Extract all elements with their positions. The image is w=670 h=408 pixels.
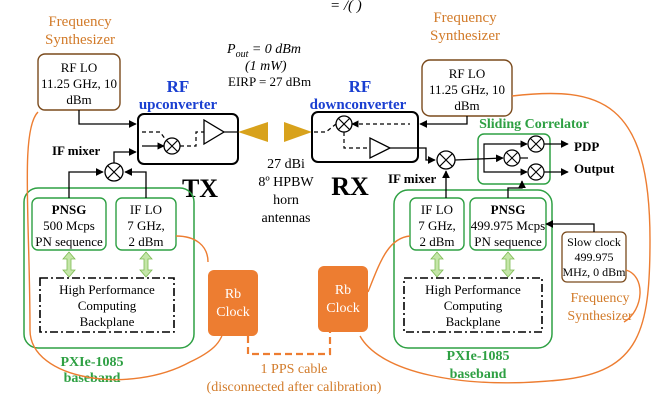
rx-orange-cable-3: [623, 269, 641, 323]
rx-synth-title-2: Synthesizer: [430, 28, 500, 44]
tx-orange-cable-2: [175, 235, 209, 263]
tx-orange-cable-1: [26, 111, 223, 381]
tx-side: Frequency Synthesizer RF LO 11.25 GHz, 1…: [23, 14, 268, 386]
rx-clock-line2: Clock: [326, 301, 359, 316]
pout-mw-label: (1 mW): [245, 59, 287, 74]
rx-rflo-line3: dBm: [454, 98, 479, 113]
rx-pnsg-title: PNSG: [491, 202, 526, 217]
rx-rf-label: RF: [349, 77, 372, 96]
rx-rb-clock: [318, 266, 368, 332]
pps-line2: (disconnected after calibration): [207, 380, 382, 395]
tx-pnsg-line1: 500 Mcps: [43, 218, 95, 233]
tx-if-mixer-label: IF mixer: [52, 143, 100, 158]
tx-big-label: TX: [182, 174, 218, 203]
rx-orange-cable-2: [367, 235, 411, 293]
rx-correlator-label: Sliding Correlator: [479, 117, 589, 132]
rx-hpc-line1: High Performance: [425, 282, 521, 297]
rx-hpc-line3: Backplane: [446, 314, 501, 329]
rx-pnsg-bus-arrow: [501, 251, 515, 278]
tx-rflo-line1: RF LO: [61, 60, 97, 75]
tx-iflo-line3: 2 dBm: [128, 234, 163, 249]
rx-horn-antenna: [284, 122, 312, 142]
tx-horn-antenna: [238, 122, 268, 142]
rx-synth2-title-1: Frequency: [570, 291, 629, 306]
pout-label: Pout = 0 dBm: [226, 42, 301, 60]
power-annotation: Pout = 0 dBm (1 mW) EIRP = 27 dBm: [226, 42, 311, 89]
tx-hpc-backplane: [39, 277, 175, 333]
tx-hpc-line1: High Performance: [59, 282, 155, 297]
rx-rflo-line2: 11.25 GHz, 10: [429, 82, 505, 97]
rx-side: RF downconverter Frequency Synthesizer R…: [284, 10, 651, 384]
tx-rflo-line2: 11.25 GHz, 10: [41, 76, 117, 91]
tx-clock-line1: Rb: [225, 287, 241, 302]
tx-upconverter-box: [137, 113, 239, 165]
tx-synth-title-2: Synthesizer: [45, 32, 115, 48]
tx-clock-line2: Clock: [216, 305, 249, 320]
tx-baseband-box: [23, 187, 195, 349]
pps-cable: 1 PPS cable (disconnected after calibrat…: [207, 332, 382, 395]
tx-upconverter-label: upconverter: [139, 97, 218, 113]
rx-clock-line1: Rb: [335, 283, 351, 298]
rx-downconverter-box: [311, 111, 419, 163]
rx-iflo-box: [409, 197, 465, 251]
tx-hpc-line2: Computing: [78, 298, 137, 313]
tx-rflo-line3: dBm: [66, 92, 91, 107]
tx-pnsg-line2: PN sequence: [35, 234, 103, 249]
antenna-line3: horn: [273, 193, 299, 208]
top-math-fragment: = /( ): [330, 0, 362, 14]
tx-baseband-label-1: PXIe-1085: [61, 355, 124, 370]
rx-rflo-line1: RF LO: [449, 66, 485, 81]
rx-baseband-label-1: PXIe-1085: [447, 349, 510, 364]
tx-iflo-bus-arrow: [139, 251, 153, 278]
tx-hpc-line3: Backplane: [80, 314, 135, 329]
rx-slow-line2: 499.975: [575, 250, 614, 264]
pps-line1: 1 PPS cable: [261, 362, 328, 377]
rx-if-mixer-label: IF mixer: [388, 171, 436, 186]
eirp-label: EIRP = 27 dBm: [228, 74, 311, 89]
rx-iflo-bus-arrow: [430, 251, 444, 278]
rx-iflo-line3: 2 dBm: [419, 234, 454, 249]
rx-iflo-line1: IF LO: [421, 202, 453, 217]
antenna-line4: antennas: [262, 211, 311, 226]
rx-slow-line3: MHz, 0 dBm: [563, 265, 627, 279]
antenna-line2: 8º HPBW: [258, 175, 314, 190]
tx-rb-clock: [208, 270, 258, 336]
tx-amplifier: [203, 118, 226, 146]
rx-pdp-line2: Output: [574, 161, 615, 176]
rx-slow-line1: Slow clock: [567, 235, 621, 249]
pps-cable-line: [246, 332, 332, 356]
rx-hpc-line2: Computing: [444, 298, 503, 313]
antenna-annotation: 27 dBi 8º HPBW horn antennas: [258, 157, 314, 226]
rx-amplifier: [369, 136, 392, 160]
antenna-line1: 27 dBi: [267, 157, 305, 172]
rx-baseband-label-2: baseband: [450, 367, 507, 382]
rx-downconverter-label: downconverter: [310, 97, 407, 113]
tx-iflo-line1: IF LO: [130, 202, 162, 217]
rx-synth2-title-2: Synthesizer: [567, 309, 633, 324]
rx-iflo-line2: 7 GHz,: [418, 218, 456, 233]
tx-iflo-line2: 7 GHz,: [127, 218, 165, 233]
rx-big-label: RX: [331, 172, 369, 201]
rx-orange-cable-1: [359, 92, 651, 384]
rx-baseband-box: [393, 189, 553, 349]
rx-pdp-line1: PDP: [574, 139, 599, 154]
tx-pnsg-title: PNSG: [52, 202, 87, 217]
rx-pnsg-line2: PN sequence: [474, 234, 542, 249]
rx-hpc-backplane: [403, 277, 543, 333]
rx-pnsg-line1: 499.975 Mcps: [471, 218, 545, 233]
rx-synth-title-1: Frequency: [433, 10, 497, 26]
tx-pnsg-bus-arrow: [62, 251, 76, 278]
tx-rf-label: RF: [167, 77, 190, 96]
tx-synth-title-1: Frequency: [48, 14, 112, 30]
